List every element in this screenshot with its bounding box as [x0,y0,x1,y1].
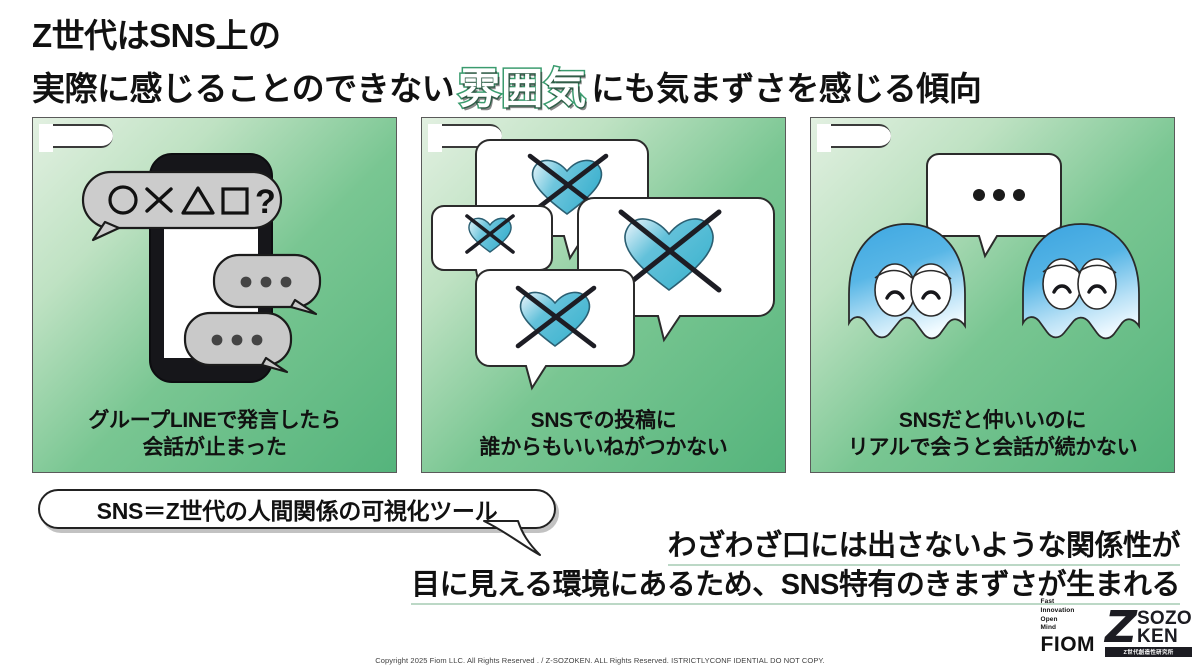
fiom-tagline-3: Open [1040,615,1058,623]
fiom-logo: Fast Innovation Open Mind FIOM [1041,598,1096,657]
ghost-right [1022,223,1140,340]
bubble-heart-bottom [475,269,635,391]
conclusion-text: わざわざ口には出さないような関係性が 目に見える環境にあるため、SNS特有のきま… [30,527,1181,606]
sozoken-z-mark: Z [1105,601,1137,653]
ellipsis-bubble [926,153,1062,259]
page-title: Z世代はSNS上の 実際に感じることのできない 雰囲気 にも気まずさを感じる傾向 [32,14,1182,114]
panel-real-life-silence: SNSだと仲いいのに リアルで会うと会話が続かない [810,117,1175,473]
sozoken-subtitle: Z世代創造性研究所 [1105,647,1192,658]
conclusion-line-2-text: 目に見える環境にあるため、SNS特有のきまずさが生まれる [411,569,1180,606]
svg-text:?: ? [255,183,276,221]
smartphone-chat-illustration: ? [81,153,322,383]
title-line-2-before: 実際に感じることのできない [32,69,455,107]
ghost-characters-illustration [848,153,1140,340]
ghost-left [848,223,966,340]
crossed-hearts-illustration [431,139,775,391]
panel-caption-group-line: グループLINEで発言したら 会話が止まった [33,408,396,462]
caption-line-2: 会話が止まった [142,436,287,460]
typing-bubble-1 [212,253,322,316]
sozoken-logo: Z SOZO KEN Z世代創造性研究所 [1105,601,1192,658]
caption-line-1: SNSだと仲いいのに [898,409,1087,433]
sozoken-word-top: SOZO [1136,607,1192,629]
caption-line-1: グループLINEで発言したら [88,409,341,433]
callout-tail [483,520,541,556]
sozoken-word-bottom: KEN [1136,626,1178,648]
caption-line-1: SNSでの投稿に [530,409,677,433]
question-bubble: ? [81,170,283,242]
fiom-wordmark: FIOM [1040,633,1096,657]
fiom-tagline-1: Fast [1040,598,1055,605]
title-line-2-after: にも気まずさを感じる傾向 [591,69,982,107]
callout-bubble: SNS＝Z世代の人間関係の可視化ツール [38,489,556,556]
panel-group-line: ? グループLINEで発言したら 会話が止まった [32,117,397,473]
caption-line-2: 誰からもいいねがつかない [479,436,728,460]
title-line-2: 実際に感じることのできない 雰囲気 にも気まずさを感じる傾向 [32,58,1182,114]
corner-bracket-decoration [817,124,891,152]
callout-pill: SNS＝Z世代の人間関係の可視化ツール [38,489,556,529]
conclusion-line-1: わざわざ口には出さないような関係性が [30,527,1181,566]
conclusion-line-1-text: わざわざ口には出さないような関係性が [667,530,1181,566]
panel-no-likes: SNSでの投稿に 誰からもいいねがつかない [421,117,786,473]
title-line-1: Z世代はSNS上の [32,17,281,54]
callout-text: SNS＝Z世代の人間関係の可視化ツール [96,498,498,524]
conclusion-line-2: 目に見える環境にあるため、SNS特有のきまずさが生まれる [30,566,1180,606]
corner-bracket-decoration [39,124,113,152]
fiom-tagline-4: Mind [1040,624,1057,632]
panel-caption-real-life: SNSだと仲いいのに リアルで会うと会話が続かない [811,408,1174,462]
title-highlight-funiki: 雰囲気 [457,62,588,114]
copyright-notice: Copyright 2025 Fiom LLC. All Rights Rese… [375,656,825,665]
fiom-tagline-2: Innovation [1040,606,1075,614]
panel-row: ? グループLINEで発言したら 会話が止まった [32,117,1175,473]
typing-bubble-2 [183,311,293,374]
panel-caption-no-likes: SNSでの投稿に 誰からもいいねがつかない [422,408,785,462]
footer-logos: Fast Innovation Open Mind FIOM Z SOZO KE… [1041,598,1192,658]
caption-line-2: リアルで会うと会話が続かない [847,436,1138,460]
